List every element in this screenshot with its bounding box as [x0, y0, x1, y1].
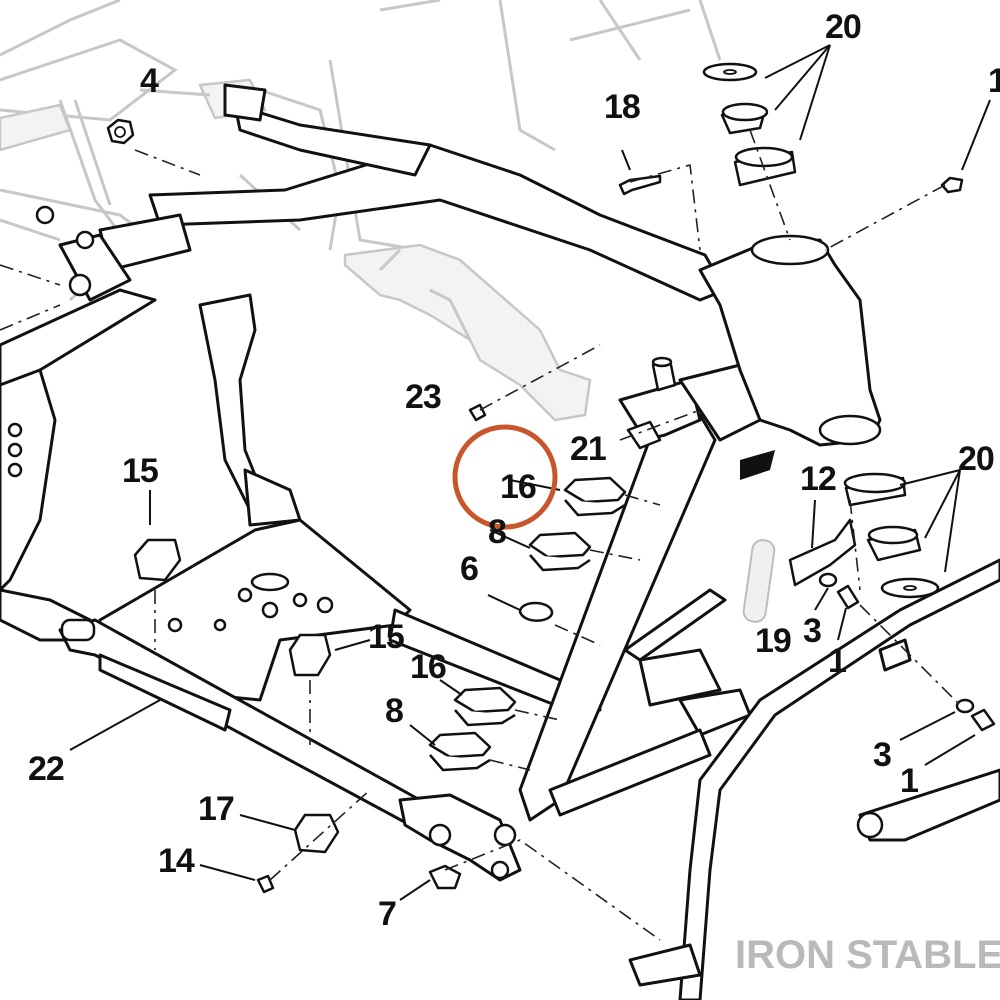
hardware-parts [106, 62, 996, 894]
callout-labels: 4 20 1 18 23 21 16 8 6 15 15 16 8 12 20 … [28, 8, 1000, 933]
callout-1-low: 1 [900, 762, 918, 800]
callout-1-top: 1 [988, 62, 1000, 100]
callout-23: 23 [405, 378, 441, 416]
alignment-lines [0, 129, 961, 941]
callout-3-mid: 3 [803, 612, 821, 650]
leader-lines [69, 44, 991, 901]
callout-18: 18 [604, 88, 640, 126]
callout-15-left: 15 [122, 452, 158, 490]
brand-watermark: IRON STABLE [735, 933, 1000, 977]
callout-20-right: 20 [958, 440, 994, 478]
callout-20-top: 20 [825, 8, 861, 46]
callout-1-mid: 1 [828, 642, 846, 680]
callout-8-top: 8 [488, 513, 506, 551]
callout-7: 7 [378, 895, 396, 933]
callout-15-mid: 15 [368, 618, 404, 656]
callout-3-low: 3 [873, 736, 891, 774]
callout-21: 21 [570, 430, 606, 468]
callout-22: 22 [28, 750, 64, 788]
callout-16-lower: 16 [410, 648, 446, 686]
highlight-circle [452, 424, 558, 530]
callout-19: 19 [755, 622, 791, 660]
callout-6: 6 [460, 550, 478, 588]
callout-8-lower: 8 [385, 692, 403, 730]
callout-14: 14 [158, 842, 195, 880]
callout-4: 4 [140, 62, 159, 100]
callout-12: 12 [800, 460, 836, 498]
frame-main [0, 83, 1000, 1000]
callout-16-highlight: 16 [500, 468, 536, 506]
callout-17: 17 [198, 790, 234, 828]
